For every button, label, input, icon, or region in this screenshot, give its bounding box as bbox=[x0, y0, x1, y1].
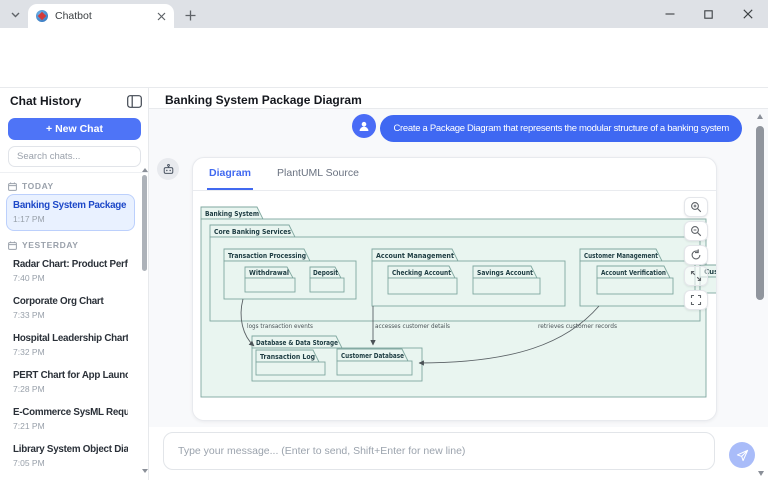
section-label: TODAY bbox=[22, 181, 54, 191]
zoom-in-icon bbox=[690, 201, 702, 213]
package-core-banking-services: Core Banking Services bbox=[214, 228, 291, 236]
zoom-out-icon bbox=[690, 225, 702, 237]
chat-item-title: Banking System Package Dia... bbox=[13, 200, 128, 211]
send-button[interactable] bbox=[729, 442, 755, 468]
app-header: Chatbot Powered by Visual Paradigm More … bbox=[0, 54, 768, 88]
chat-item-title: Corporate Org Chart bbox=[13, 296, 128, 307]
window-controls bbox=[650, 0, 768, 28]
chat-history-item[interactable]: PERT Chart for App Launch 7:28 PM bbox=[6, 364, 135, 401]
edge-label: accesses customer details bbox=[375, 323, 450, 330]
scroll-up-arrow[interactable] bbox=[142, 168, 148, 172]
collapse-sidebar-icon[interactable] bbox=[127, 95, 142, 108]
package-deposit: Deposit bbox=[313, 269, 339, 277]
browser-tabstrip: Chatbot bbox=[0, 0, 768, 28]
fullscreen-icon bbox=[690, 294, 702, 306]
main-scrollbar-thumb[interactable] bbox=[756, 126, 764, 300]
maximize-icon[interactable] bbox=[704, 10, 713, 19]
chat-history-item[interactable]: Library System Object Diagr... bbox=[6, 475, 135, 480]
search-chats-input[interactable] bbox=[8, 146, 141, 167]
refresh-icon bbox=[690, 249, 702, 261]
message-input[interactable] bbox=[163, 432, 715, 470]
plus-icon bbox=[185, 10, 196, 21]
section-header-yesterday: YESTERDAY bbox=[8, 240, 133, 250]
bot-response-card: Diagram PlantUML Source bbox=[192, 157, 717, 421]
edge-label: logs transaction events bbox=[247, 323, 313, 330]
diagram-viewport[interactable]: Banking System Core Banking Services Tra… bbox=[193, 191, 716, 421]
chat-history-list: TODAY Banking System Package Dia... 1:17… bbox=[0, 173, 141, 480]
zoom-out-button[interactable] bbox=[684, 221, 708, 241]
robot-icon bbox=[162, 163, 175, 176]
package-account-verification: Account Verification bbox=[601, 269, 666, 277]
new-chat-button[interactable]: + New Chat bbox=[8, 118, 141, 140]
reset-view-button[interactable] bbox=[684, 245, 708, 265]
browser-toolbar: ai-toolbox.visual-paradigm.com/app/chatb… bbox=[0, 28, 768, 54]
browser-tab[interactable]: Chatbot bbox=[28, 4, 174, 28]
message-input-bar bbox=[149, 427, 768, 480]
chat-item-title: Library System Object Diagr... bbox=[13, 444, 128, 455]
scroll-down-arrow[interactable] bbox=[758, 471, 764, 476]
user-message-avatar bbox=[352, 114, 376, 138]
card-tabbar: Diagram PlantUML Source bbox=[193, 158, 716, 191]
conversation-title: Banking System Package Diagram bbox=[165, 93, 362, 107]
chat-item-time: 7:28 PM bbox=[13, 384, 128, 394]
section-label: YESTERDAY bbox=[22, 240, 79, 250]
sidebar-title: Chat History bbox=[10, 94, 81, 108]
tab-title: Chatbot bbox=[55, 10, 157, 22]
chat-history-item[interactable]: Corporate Org Chart 7:33 PM bbox=[6, 290, 135, 327]
package-customer-management: Customer Management bbox=[584, 252, 659, 260]
package-withdrawal: Withdrawal bbox=[249, 269, 289, 277]
package-transaction-processing: Transaction Processing bbox=[228, 252, 306, 260]
fullscreen-button[interactable] bbox=[684, 290, 708, 310]
section-header-today: TODAY bbox=[8, 181, 133, 191]
scroll-down-arrow[interactable] bbox=[142, 469, 148, 473]
minimize-icon[interactable] bbox=[665, 9, 675, 19]
tab-close-icon[interactable] bbox=[157, 12, 166, 21]
edge-label: retrieves customer records bbox=[538, 323, 617, 330]
package-database-storage: Database & Data Storage bbox=[256, 339, 338, 347]
tab-plantuml-source[interactable]: PlantUML Source bbox=[275, 158, 361, 190]
calendar-icon bbox=[8, 241, 17, 250]
tab-search-button[interactable] bbox=[7, 7, 23, 23]
person-icon bbox=[358, 120, 370, 132]
close-icon[interactable] bbox=[743, 9, 753, 19]
chat-item-time: 7:40 PM bbox=[13, 273, 128, 283]
chat-history-item[interactable]: Radar Chart: Product Perfor... 7:40 PM bbox=[6, 253, 135, 290]
chat-history-item[interactable]: Library System Object Diagr... 7:05 PM bbox=[6, 438, 135, 475]
chat-item-title: PERT Chart for App Launch bbox=[13, 370, 128, 381]
chat-history-sidebar: Chat History + New Chat TODAY Banking Sy… bbox=[0, 88, 149, 480]
chat-history-item[interactable]: E-Commerce SysML Require... 7:21 PM bbox=[6, 401, 135, 438]
package-customer-database: Customer Database bbox=[341, 352, 404, 360]
chat-messages-area: Create a Package Diagram that represents… bbox=[149, 109, 768, 427]
chat-item-title: Hospital Leadership Chart bbox=[13, 333, 128, 344]
site-favicon-icon bbox=[36, 10, 48, 22]
package-checking-account: Checking Account bbox=[392, 269, 452, 277]
package-savings-account: Savings Account bbox=[477, 269, 534, 277]
chat-history-item[interactable]: Hospital Leadership Chart 7:32 PM bbox=[6, 327, 135, 364]
chat-item-time: 7:05 PM bbox=[13, 458, 128, 468]
package-account-management: Account Management bbox=[376, 252, 455, 260]
fit-view-button[interactable] bbox=[684, 266, 708, 286]
bot-avatar bbox=[157, 158, 179, 180]
fit-view-icon bbox=[690, 270, 702, 282]
chat-item-time: 7:33 PM bbox=[13, 310, 128, 320]
sidebar-scrollbar-thumb[interactable] bbox=[142, 175, 147, 271]
send-plane-icon bbox=[736, 449, 749, 462]
zoom-in-button[interactable] bbox=[684, 197, 708, 217]
calendar-icon bbox=[8, 182, 17, 191]
user-message-bubble: Create a Package Diagram that represents… bbox=[380, 115, 742, 142]
chat-item-title: E-Commerce SysML Require... bbox=[13, 407, 128, 418]
chat-item-time: 1:17 PM bbox=[13, 214, 128, 224]
chat-item-time: 7:21 PM bbox=[13, 421, 128, 431]
chat-item-title: Radar Chart: Product Perfor... bbox=[13, 259, 128, 270]
package-transaction-log: Transaction Log bbox=[260, 353, 315, 361]
chevron-down-icon bbox=[11, 12, 20, 18]
tab-diagram[interactable]: Diagram bbox=[207, 158, 253, 190]
package-banking-system: Banking System bbox=[205, 210, 259, 218]
package-diagram: Banking System Core Banking Services Tra… bbox=[193, 191, 716, 421]
chat-history-item[interactable]: Banking System Package Dia... 1:17 PM bbox=[6, 194, 135, 231]
scroll-up-arrow[interactable] bbox=[757, 114, 763, 119]
new-tab-button[interactable] bbox=[182, 7, 199, 24]
chat-item-time: 7:32 PM bbox=[13, 347, 128, 357]
